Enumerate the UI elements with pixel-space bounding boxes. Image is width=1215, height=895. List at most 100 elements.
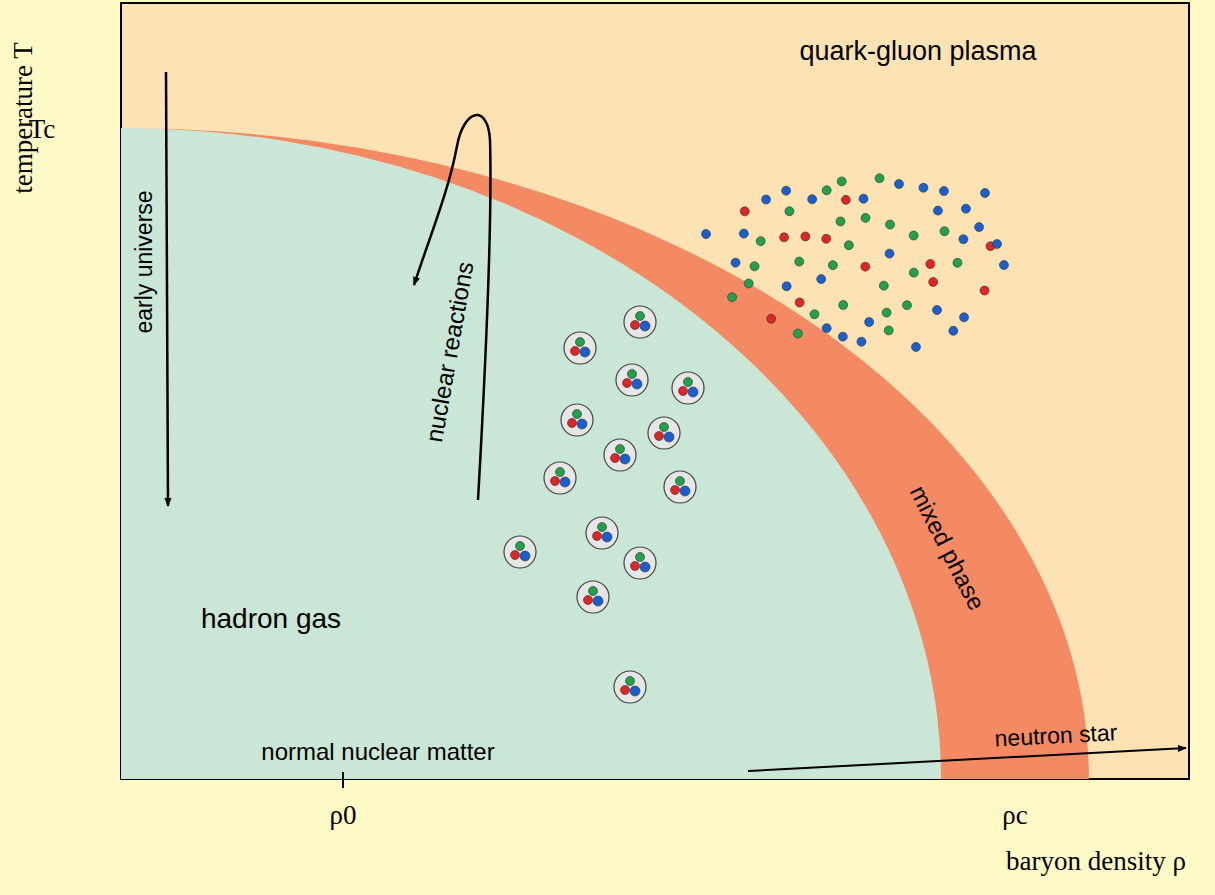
quark (879, 281, 888, 290)
hadron (624, 547, 656, 579)
arrow-label: early universe (132, 190, 157, 333)
quark (822, 324, 831, 333)
quark (980, 286, 989, 295)
quark (801, 232, 810, 241)
quark (810, 310, 819, 319)
hadron-gas-region: hadron gas (121, 128, 941, 779)
hadron (504, 536, 536, 568)
quark (857, 337, 866, 346)
quark (793, 329, 802, 338)
quark (909, 231, 918, 240)
quark (886, 220, 895, 229)
quark (836, 217, 845, 226)
quark (861, 213, 870, 222)
quark (841, 195, 850, 204)
quark (903, 301, 912, 310)
quark (822, 234, 831, 243)
quark (882, 308, 891, 317)
quark (728, 293, 737, 302)
hadron (672, 372, 704, 404)
quark (975, 223, 984, 232)
tick-label: ρc (1002, 801, 1027, 831)
tick-label: ρ0 (330, 801, 357, 831)
hadron (561, 404, 593, 436)
quark (785, 207, 794, 216)
quark-gluon-plasma-region: quark-gluon plasma hadron gasmixed phase (120, 2, 1190, 780)
quark (933, 206, 942, 215)
hadron (616, 364, 648, 396)
hadron (544, 462, 576, 494)
quark (959, 235, 968, 244)
hadron-particles (504, 306, 704, 703)
quark (782, 282, 791, 291)
hadron (664, 471, 696, 503)
hadron (614, 671, 646, 703)
nuclear-reactions-arrow (414, 115, 490, 500)
quark (795, 257, 804, 266)
hadron (586, 517, 618, 549)
hadron (624, 306, 656, 338)
region-outline (120, 2, 1190, 780)
region-label: mixed phase (904, 481, 989, 614)
quark (993, 240, 1002, 249)
quark (919, 183, 928, 192)
quark (875, 174, 884, 183)
quark (839, 301, 848, 310)
quark (702, 230, 711, 239)
axis-title: baryon density ρ (1006, 847, 1186, 877)
quark (940, 227, 949, 236)
quark (780, 233, 789, 242)
quark-particles (702, 174, 1009, 352)
quark (740, 207, 749, 216)
hadron (577, 581, 609, 613)
arrow-label: neutron star (994, 720, 1118, 752)
hadron (604, 439, 636, 471)
quark (744, 279, 753, 288)
quark (762, 195, 771, 204)
quark (838, 332, 847, 341)
quark (808, 195, 817, 204)
early-universe-arrow (166, 72, 168, 506)
mixed-phase-band: mixed phase (121, 128, 1089, 779)
region-outline (121, 128, 1089, 779)
quark (885, 249, 894, 258)
quark (884, 326, 893, 335)
quark (929, 277, 938, 286)
region-label: quark-gluon plasma (799, 37, 1036, 67)
critical-temperature: Tc (29, 115, 56, 145)
quark (909, 268, 918, 277)
axis-tick (343, 772, 344, 788)
quark (756, 237, 765, 246)
quark (865, 318, 874, 327)
quark (926, 259, 935, 268)
quark (859, 194, 868, 203)
quark (999, 261, 1008, 270)
quark (822, 186, 831, 195)
quark (961, 204, 970, 213)
quark (960, 313, 969, 322)
neutron-star-arrow (748, 748, 1186, 771)
quark (731, 258, 740, 267)
quark (750, 262, 759, 271)
quark (894, 179, 903, 188)
quark (949, 326, 958, 335)
quark (739, 229, 748, 238)
quark (939, 187, 948, 196)
hadron (648, 417, 680, 449)
quark (953, 258, 962, 267)
quark (911, 342, 920, 351)
quark (767, 314, 776, 323)
quark (981, 189, 990, 198)
axis-point-label: normal nuclear matter (261, 739, 494, 765)
arrow-label: nuclear reactions (421, 260, 479, 445)
quark (844, 241, 853, 250)
region-outline (121, 128, 941, 779)
quark (817, 275, 826, 284)
quark (795, 298, 804, 307)
quark (782, 186, 791, 195)
hadron (564, 332, 596, 364)
quark (861, 262, 870, 271)
quark (828, 261, 837, 270)
quark (837, 177, 846, 186)
